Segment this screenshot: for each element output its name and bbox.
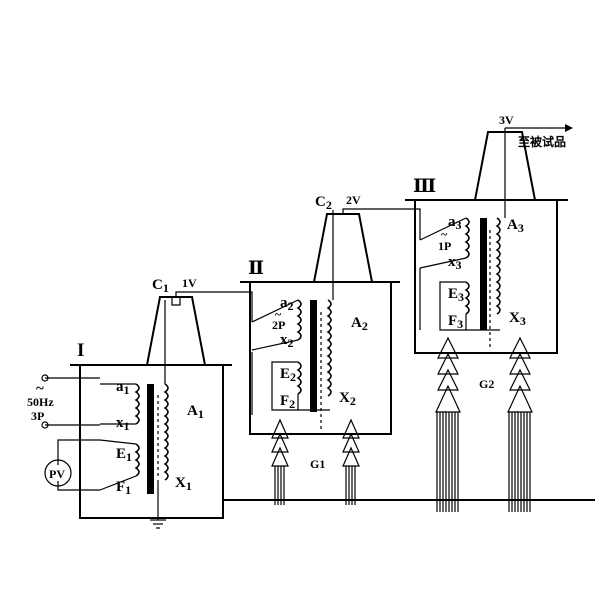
stage-2-hv-coil (326, 299, 332, 397)
stage-1-numeral: I (77, 340, 84, 361)
stage-3-primary-coil (464, 217, 470, 259)
label-x3: x3 (448, 254, 462, 272)
stage-2-primary-lead-bot (251, 339, 299, 351)
label-G1: G1 (310, 457, 325, 471)
label-C2: C2 (315, 194, 332, 212)
stage-1-bushing-inner (171, 297, 181, 306)
stage-2-tank (249, 281, 392, 435)
label-F3: F3 (448, 313, 463, 331)
insulator-stack-g1-left (271, 418, 289, 505)
source-power: 3P (31, 409, 44, 423)
stage-3-meter-lead (439, 281, 467, 331)
label-C1: C1 (152, 277, 169, 295)
stage-2-primary-coil (296, 299, 302, 341)
source-tilde: ~ (36, 381, 44, 397)
label-E1: E1 (116, 446, 132, 464)
output-label: 至被试品 (518, 134, 566, 149)
stage-1-output-lead (175, 291, 253, 322)
label-A2: A2 (351, 315, 368, 333)
label-X3: X3 (509, 310, 526, 328)
label-X2: X2 (339, 390, 356, 408)
stage-1-meter-coil (134, 443, 140, 477)
label-E3: E3 (448, 286, 464, 304)
stage-1-primary-coil (134, 383, 140, 425)
label-2V: 2V (346, 193, 361, 207)
insulator-stack-g2-left (435, 336, 461, 512)
label-x1-lower: x1 (116, 415, 130, 433)
stage-1-hv-coil (163, 383, 169, 481)
stage-3: Ⅲ a3 ~ 1P x3 E3 F3 A3 X3 3V 至被试品 (405, 113, 573, 354)
stage-1-meter-lead-bot (99, 475, 137, 491)
stage-3-hv-coil (495, 217, 501, 315)
label-E2: E2 (280, 366, 296, 384)
source-terminal-top (41, 374, 49, 382)
stage-2-meter-lead (271, 361, 299, 411)
label-1V: 1V (182, 276, 197, 290)
stage-2-numeral: Ⅱ (248, 258, 264, 279)
stage-2-meter-coil (296, 361, 302, 395)
insulator-stack-g2-right (507, 336, 533, 512)
source-frequency: 50Hz (27, 395, 54, 409)
stage-1: I a1 x1 E1 F1 A1 X1 C1 1V (27, 276, 253, 529)
stage-3-meter-coil (464, 281, 470, 315)
meter-icon (44, 459, 72, 487)
meter-lead-bot (57, 481, 100, 491)
stage-2-core (310, 300, 317, 412)
label-F1: F1 (116, 479, 131, 497)
label-A3: A3 (507, 217, 524, 235)
stage-3-bushing (473, 131, 537, 201)
stage-1-core (147, 384, 154, 494)
label-a3: a3 (448, 214, 462, 232)
stage-2-primary-lead-top (251, 299, 299, 323)
stage-2-output-lead (342, 208, 421, 240)
stage-3-primary-lead-top (419, 217, 467, 241)
label-1P: 1P (438, 239, 451, 253)
label-a1: a1 (116, 379, 130, 397)
stage-3-primary-lead-bot (419, 257, 467, 269)
stage-1-bushing (145, 296, 207, 366)
insulator-stack-g1-right (342, 418, 360, 505)
label-x2: x2 (280, 332, 294, 350)
label-F2: F2 (280, 393, 295, 411)
label-G2: G2 (479, 377, 494, 391)
stage-2-bushing (312, 213, 374, 283)
stage-3-core (480, 218, 487, 330)
label-A1: A1 (187, 403, 204, 421)
label-a2: a2 (280, 295, 294, 313)
meter-lead-top (57, 439, 100, 465)
label-3V: 3V (499, 113, 514, 127)
stage-1-meter-lead-top (99, 439, 137, 445)
label-2P: 2P (272, 318, 285, 332)
ground-icon (150, 519, 166, 529)
source-terminal-bot (41, 421, 49, 429)
meter-label: PV (49, 467, 65, 481)
label-1P-tilde: ~ (441, 227, 448, 241)
label-X1-upper: X1 (175, 475, 192, 493)
stage-3-numeral: Ⅲ (413, 176, 436, 197)
output-arrow-icon (565, 124, 573, 132)
label-2P-tilde: ~ (275, 307, 282, 321)
stage-2: Ⅱ a2 ~ 2P x2 E2 F2 A2 X2 C2 2V (240, 193, 421, 435)
